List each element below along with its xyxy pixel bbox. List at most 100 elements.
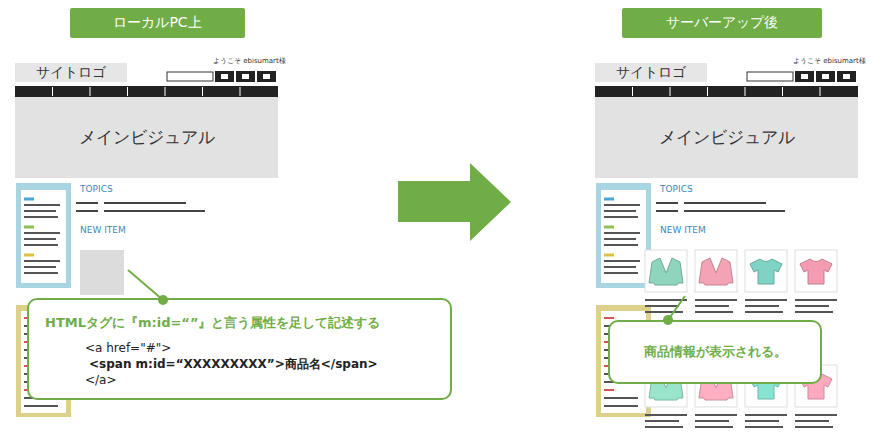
product-icon xyxy=(750,259,782,284)
leader-line xyxy=(668,296,685,320)
text-line xyxy=(604,226,614,229)
text-line xyxy=(604,405,638,407)
sidebar-inner xyxy=(601,190,646,283)
nav-divider xyxy=(240,87,241,96)
text-line xyxy=(604,266,636,268)
text-line xyxy=(795,311,833,313)
text-line xyxy=(645,305,679,307)
text-line xyxy=(24,238,56,240)
search-box xyxy=(167,72,213,81)
search-box xyxy=(747,72,793,81)
text-line xyxy=(604,216,638,218)
section-heading: NEW ITEM xyxy=(660,225,706,235)
text-line xyxy=(604,389,614,391)
text-line xyxy=(695,426,733,428)
header-icon xyxy=(236,71,255,82)
text-line xyxy=(795,305,829,307)
icon-glyph xyxy=(263,74,270,79)
stage-label: サーバーアップ後 xyxy=(622,8,822,38)
product-icon xyxy=(649,258,683,285)
welcome-text: ようこそ ebisumart様 xyxy=(793,56,866,66)
text-line xyxy=(604,210,636,212)
text-line xyxy=(745,426,783,428)
code-line: </a> xyxy=(45,372,434,388)
text-line xyxy=(684,210,785,212)
text-line xyxy=(695,299,737,301)
text-line xyxy=(24,244,58,246)
text-line xyxy=(745,299,787,301)
text-line xyxy=(795,420,829,422)
text-line xyxy=(76,210,98,212)
text-line xyxy=(695,305,729,307)
icon-glyph xyxy=(801,74,808,79)
text-line xyxy=(645,414,687,416)
text-line xyxy=(745,305,779,307)
callout-box: 商品情報が表示される。 xyxy=(608,320,822,384)
node-label: サーバーアップ後 xyxy=(666,14,778,32)
header-icon xyxy=(795,71,814,82)
product-frame xyxy=(745,250,787,292)
text-line xyxy=(104,210,205,212)
text-line xyxy=(645,420,679,422)
callout-box: HTMLタグに『m:id=“”』と言う属性を足して記述する <a href="#"… xyxy=(27,298,452,400)
node-label: 商品情報が表示される。 xyxy=(644,343,787,361)
text-line xyxy=(604,254,614,257)
text-line xyxy=(695,311,733,313)
header-icon xyxy=(215,71,234,82)
text-line xyxy=(604,272,638,274)
stage-label: ローカルPC上 xyxy=(70,8,245,38)
node-label: メインビジュアル xyxy=(659,126,795,149)
site-wireframe xyxy=(595,71,858,427)
text-line xyxy=(24,204,60,206)
text-line xyxy=(795,299,837,301)
nav-divider xyxy=(782,87,783,96)
text-line xyxy=(24,405,58,407)
header-icon xyxy=(816,71,835,82)
welcome-text: ようこそ ebisumart様 xyxy=(213,56,286,66)
text-line xyxy=(645,426,683,428)
product-frame xyxy=(795,250,837,292)
nav-divider xyxy=(127,87,128,96)
node-label: サイトロゴ xyxy=(36,64,106,82)
nav-divider xyxy=(670,87,671,96)
product-icon xyxy=(699,258,733,285)
leader-dot xyxy=(158,295,168,305)
text-line xyxy=(695,420,729,422)
text-line xyxy=(604,204,640,206)
sidebar-panel xyxy=(596,183,651,288)
nav-divider xyxy=(632,87,633,96)
text-line xyxy=(24,260,60,262)
text-line xyxy=(24,210,56,212)
nav-divider xyxy=(745,87,746,96)
text-line xyxy=(604,244,638,246)
text-line xyxy=(604,397,638,399)
text-line xyxy=(656,210,678,212)
image-placeholder xyxy=(80,250,124,295)
section-heading: TOPICS xyxy=(660,184,693,194)
text-line xyxy=(745,420,779,422)
text-line xyxy=(24,232,60,234)
callout-heading: HTMLタグに『m:id=“”』と言う属性を足して記述する xyxy=(45,314,434,332)
section-heading: NEW ITEM xyxy=(80,225,126,235)
code-line: <span m:id=“XXXXXXXXX”>商品名</span> xyxy=(45,356,434,372)
nav-divider xyxy=(52,87,53,96)
nav-divider xyxy=(90,87,91,96)
sidebar-panel xyxy=(16,183,71,288)
nav-bar xyxy=(595,86,858,97)
leader-line xyxy=(128,270,163,300)
wireframe-box: メインビジュアル xyxy=(595,97,858,178)
text-line xyxy=(604,260,640,262)
text-line xyxy=(24,254,34,257)
wireframe-box: サイトロゴ xyxy=(15,63,127,82)
text-line xyxy=(656,202,678,204)
product-frame xyxy=(695,250,737,292)
wireframe-box: メインビジュアル xyxy=(15,97,278,178)
text-line xyxy=(745,414,787,416)
text-line xyxy=(645,311,683,313)
code-line: <a href="#"> xyxy=(45,340,434,356)
node-label: ローカルPC上 xyxy=(113,14,201,32)
text-line xyxy=(24,198,34,201)
nav-divider xyxy=(165,87,166,96)
text-line xyxy=(104,202,186,204)
